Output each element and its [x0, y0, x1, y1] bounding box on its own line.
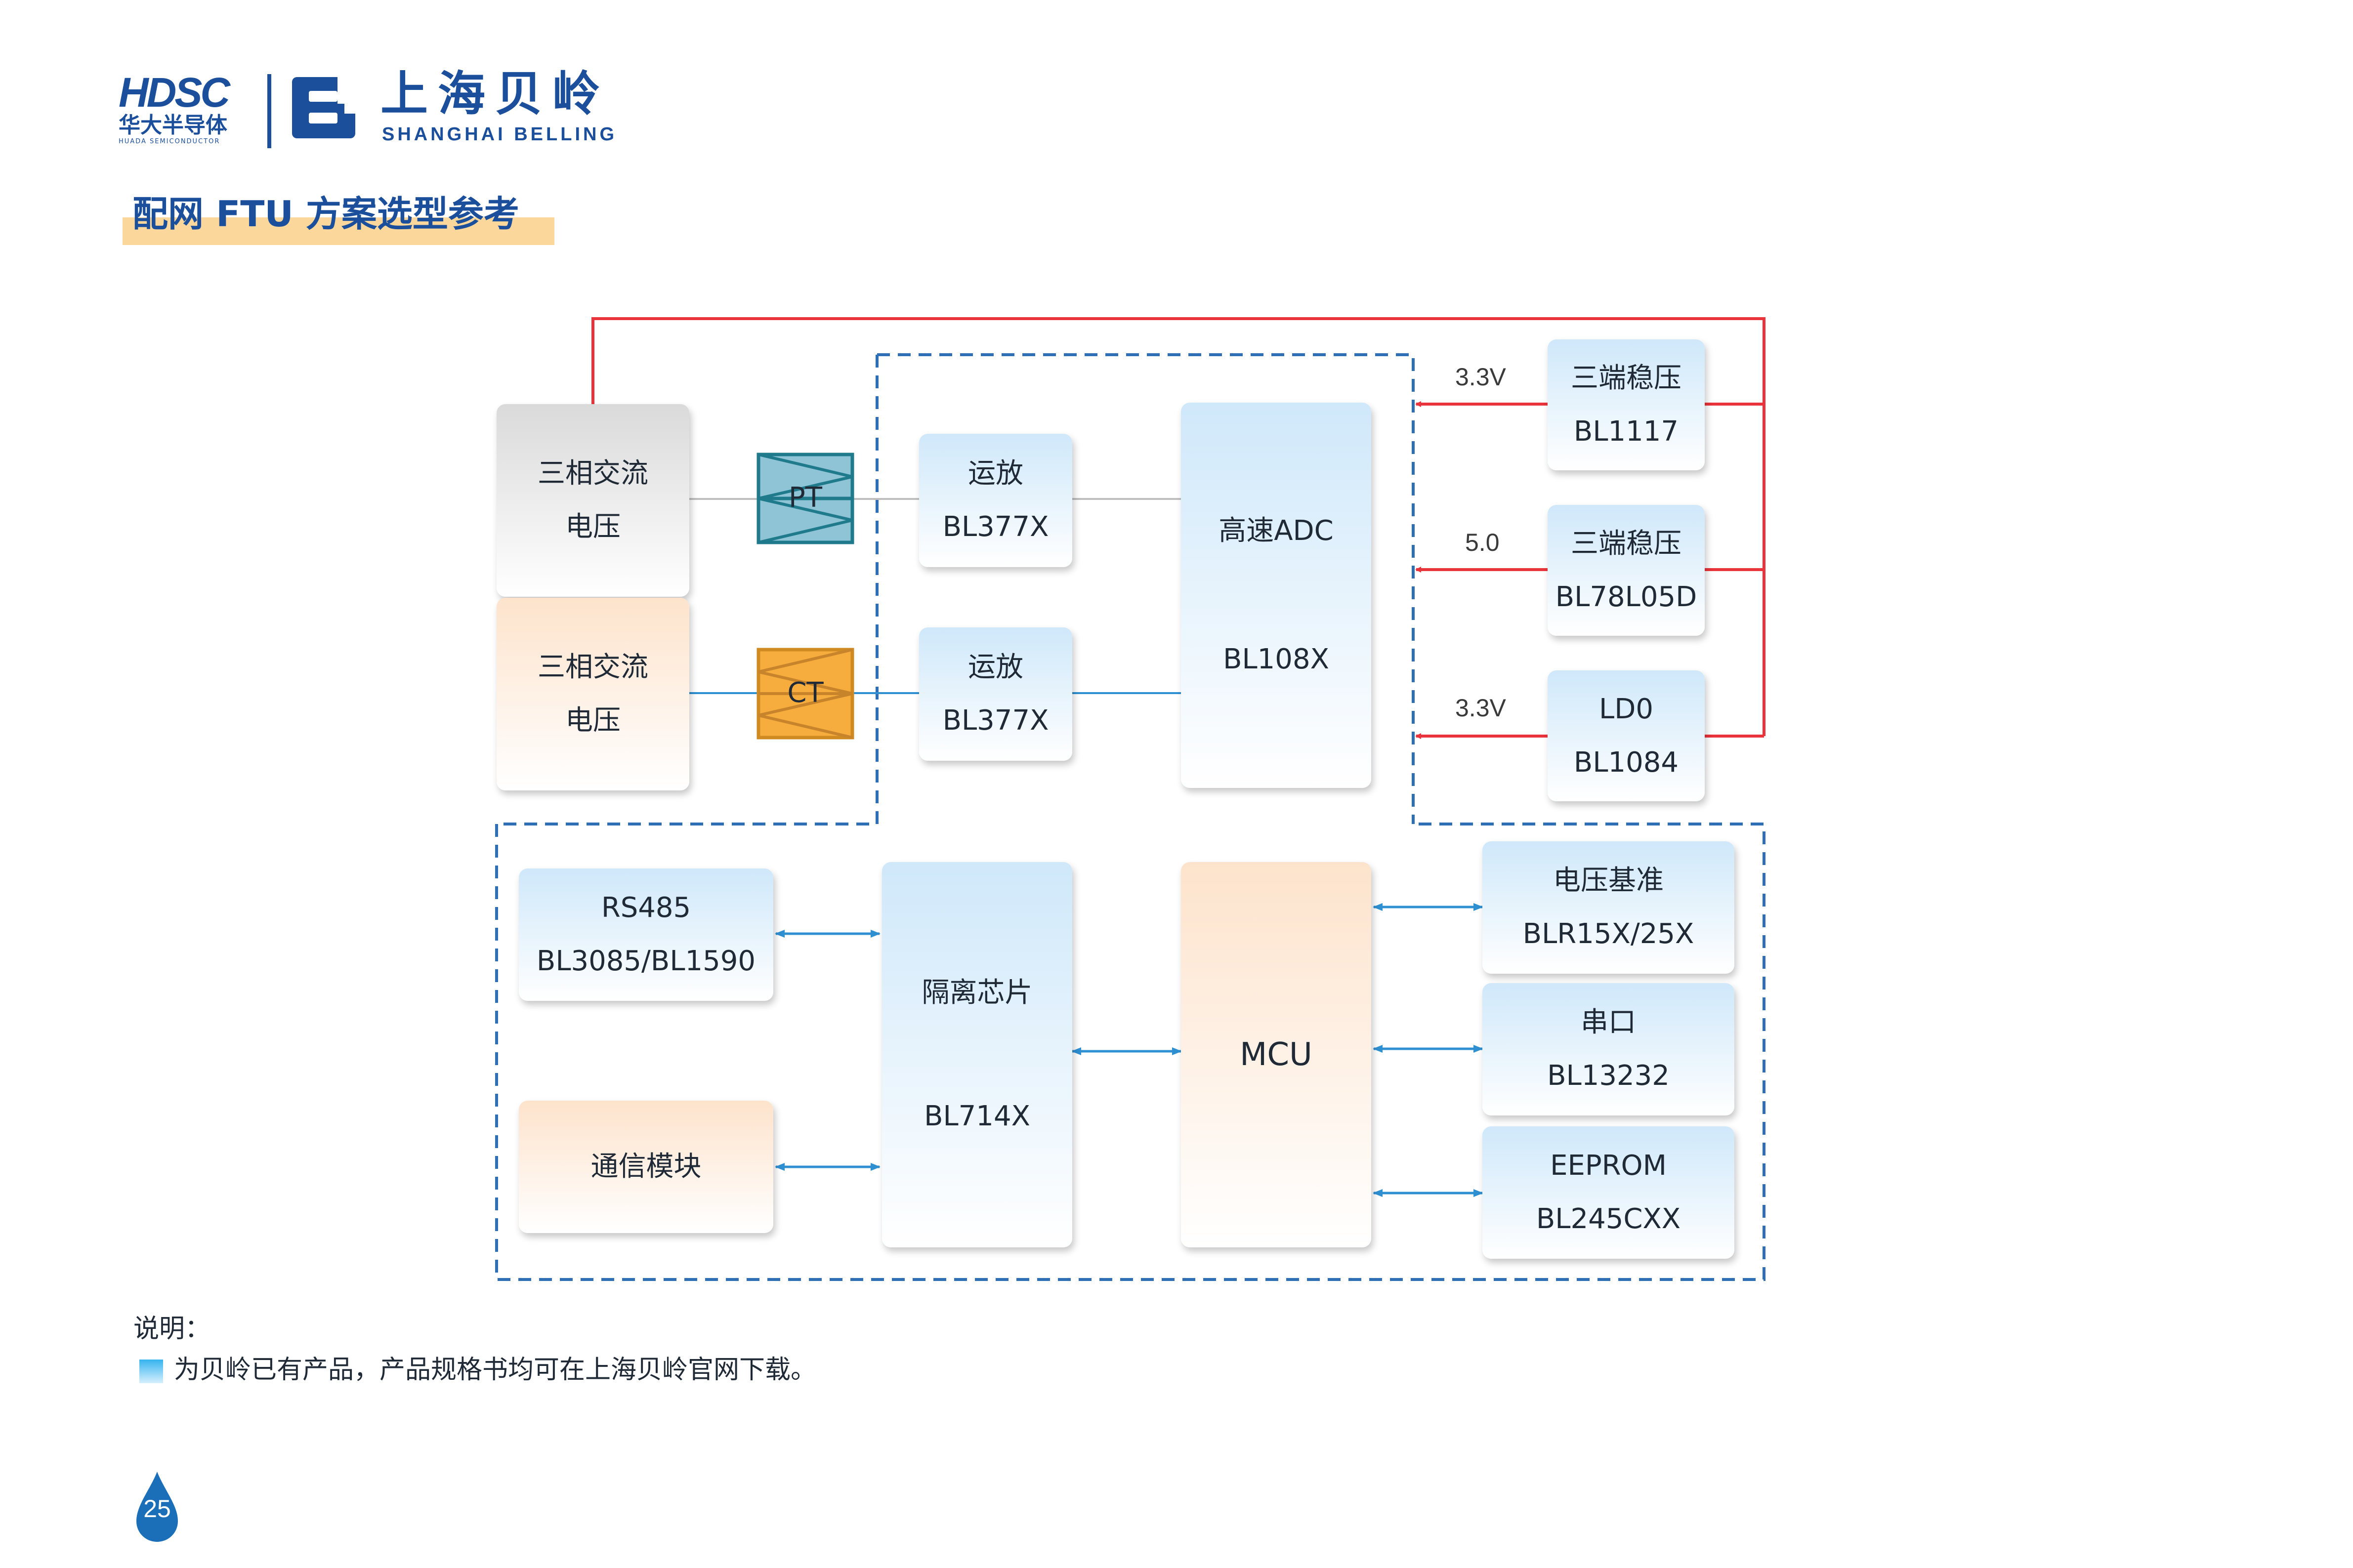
- voltage-source-line2: 电压: [565, 511, 621, 543]
- page-number: 25: [143, 1495, 171, 1523]
- note-title: 说明：: [133, 1314, 211, 1344]
- comm-module-line1: 通信模块: [590, 1151, 702, 1183]
- hdsc-logo-cn: 华大半导体: [119, 113, 227, 138]
- hdsc-logo: HDSC 华大半导体 HUADA SEMICONDUCTOR: [119, 72, 267, 151]
- pt-label: PT: [789, 482, 822, 514]
- belling-logo-en: SHANGHAI BELLING: [382, 124, 617, 145]
- opamp2-box: 运放 BL377X: [919, 627, 1072, 761]
- hdsc-logo-en: HUADA SEMICONDUCTOR: [119, 138, 220, 145]
- vref-line1: 电压基准: [1553, 865, 1664, 897]
- ct-transformer-icon: [756, 648, 854, 740]
- page-title: 配网 FTU 方案选型参考: [132, 193, 519, 235]
- comm-module-box: 通信模块: [519, 1101, 773, 1233]
- voltage-source-box: 三相交流 电压: [497, 404, 689, 597]
- uart-box: 串口 BL13232: [1482, 983, 1734, 1115]
- uart-line2: BL13232: [1547, 1060, 1670, 1092]
- title-highlight: [123, 217, 554, 245]
- adc-line2: BL108X: [1223, 643, 1329, 675]
- voltage-label-1: 3.3V: [1455, 363, 1506, 391]
- regulator1-line1: 三端稳压: [1571, 362, 1681, 394]
- mcu-section-outline: [495, 823, 1765, 1281]
- opamp1-line2: BL377X: [942, 511, 1049, 543]
- rs485-line1: RS485: [601, 892, 691, 924]
- rs485-box: RS485 BL3085/BL1590: [519, 868, 773, 1001]
- power-loop-line: [591, 317, 1765, 736]
- regulator2-line2: BL78L05D: [1555, 580, 1697, 613]
- ldo-box: LD0 BL1084: [1548, 670, 1705, 801]
- adc-section-outline: [497, 353, 1415, 825]
- logo-divider: [267, 74, 271, 148]
- eeprom-line1: EEPROM: [1550, 1150, 1667, 1182]
- current-source-line1: 三相交流: [538, 651, 648, 683]
- regulator2-box: 三端稳压 BL78L05D: [1548, 505, 1705, 636]
- current-source-box: 三相交流 电压: [497, 598, 689, 790]
- isolator-line2: BL714X: [924, 1100, 1030, 1132]
- isolator-line1: 隔离芯片: [922, 977, 1033, 1009]
- uart-line1: 串口: [1581, 1006, 1636, 1038]
- ct-label: CT: [787, 677, 824, 709]
- regulator2-line1: 三端稳压: [1571, 527, 1681, 560]
- mcu-box: MCU: [1181, 862, 1371, 1247]
- belling-logo-icon: [292, 73, 358, 138]
- vref-line2: BLR15X/25X: [1522, 918, 1694, 950]
- mcu-line1: MCU: [1240, 1036, 1312, 1073]
- hdsc-logo-mark: HDSC: [119, 69, 230, 116]
- opamp1-line1: 运放: [968, 457, 1023, 490]
- rs485-line2: BL3085/BL1590: [536, 945, 756, 977]
- current-source-line2: 电压: [565, 704, 621, 737]
- ldo-line1: LD0: [1599, 693, 1653, 725]
- ldo-line2: BL1084: [1573, 746, 1679, 779]
- adc-line1: 高速ADC: [1219, 515, 1334, 547]
- note-text: 为贝岭已有产品，产品规格书均可在上海贝岭官网下载。: [174, 1355, 817, 1385]
- vref-box: 电压基准 BLR15X/25X: [1482, 841, 1734, 974]
- pt-transformer-icon: [756, 453, 854, 544]
- adc-box: 高速ADC BL108X: [1181, 403, 1371, 788]
- regulator1-line2: BL1117: [1573, 415, 1679, 448]
- isolator-box: 隔离芯片 BL714X: [882, 862, 1072, 1247]
- opamp2-line1: 运放: [968, 651, 1023, 683]
- page-number-droplet-icon: [136, 1472, 178, 1542]
- voltage-label-2: 5.0: [1465, 529, 1500, 556]
- eeprom-box: EEPROM BL245CXX: [1482, 1126, 1734, 1259]
- opamp1-box: 运放 BL377X: [919, 434, 1072, 567]
- regulator1-box: 三端稳压 BL1117: [1548, 339, 1705, 470]
- voltage-source-line1: 三相交流: [538, 457, 648, 490]
- opamp2-line2: BL377X: [942, 704, 1049, 737]
- belling-logo-cn: 上海贝岭: [380, 66, 610, 122]
- voltage-label-3: 3.3V: [1455, 694, 1506, 722]
- eeprom-line2: BL245CXX: [1536, 1203, 1681, 1235]
- legend-swatch: [139, 1360, 163, 1383]
